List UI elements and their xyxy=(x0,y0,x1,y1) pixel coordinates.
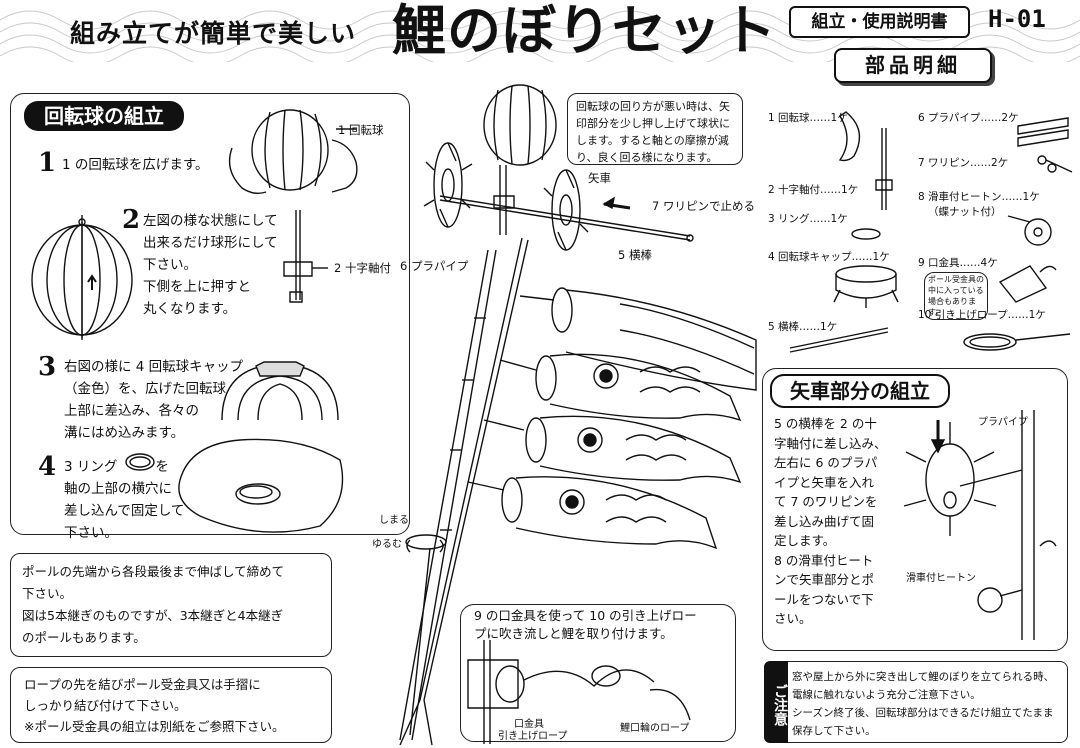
arrow-wheel-left xyxy=(423,142,473,228)
label-clasp: 口金具 xyxy=(514,719,544,730)
ball-assembly-title: 回転球の組立 xyxy=(24,101,184,131)
part-8-note: （蝶ナット付） xyxy=(928,206,1002,218)
wheel-assembly-panel xyxy=(762,368,1068,651)
caution-tab: ご注意 xyxy=(764,661,788,743)
part-5: 5 横棒……1ケ xyxy=(768,321,838,333)
carp-3-illustration xyxy=(467,476,718,550)
step2-cross-shaft-illustration xyxy=(283,210,328,303)
carp-1-illustration xyxy=(499,353,742,422)
step-2-text: 左図の様な状態にして 出来るだけ球形にして 下さい。 下側を上に押すと 丸くなり… xyxy=(143,213,278,317)
step-3-number: 3 xyxy=(38,352,57,382)
label-ball: 1 回転球 xyxy=(338,123,384,137)
label-arrow-wheel: 矢車 xyxy=(588,171,611,185)
parts-list-title: 部品明細 xyxy=(834,48,992,83)
step-4-number: 4 xyxy=(38,452,57,482)
part-1-icon xyxy=(838,111,861,162)
header-subtitle: 組み立てが簡単で美しい xyxy=(70,19,357,48)
part-4: 4 回転球キャップ……1ケ xyxy=(768,251,890,263)
part-6: 6 プラパイプ……2ケ xyxy=(918,112,1019,124)
part-3-icon xyxy=(851,228,881,240)
streamer-illustration xyxy=(519,287,757,391)
caution-box xyxy=(764,661,1068,743)
part-10: 10 引き上げロープ……1ケ xyxy=(918,309,1046,321)
part-1: 1 回転球……1ケ xyxy=(768,112,848,124)
part-9-icon xyxy=(998,265,1057,303)
label-loosen: ゆるむ xyxy=(372,539,402,550)
step-1-number: 1 xyxy=(38,148,57,178)
part-5-icon xyxy=(789,327,889,353)
step1-ball-illustration xyxy=(228,109,358,195)
part-9: 9 口金具……4ケ xyxy=(918,257,998,269)
part-7-icon xyxy=(1037,155,1073,173)
wheel-assembly-title: 矢車部分の組立 xyxy=(770,374,950,408)
step-3-text: 右図の様に 4 回転球キャップ （金色）を、広げた回転球 上部に差込み、各々の … xyxy=(64,359,244,441)
pole-note-text: ポールの先端から各段最後まで伸ばして締めて 下さい。 図は5本継ぎのものですが、… xyxy=(22,564,285,645)
manual-label-box: 組立・使用説明書 xyxy=(789,6,970,38)
ball-assembly-panel xyxy=(10,93,410,535)
pole-note-box xyxy=(10,553,332,657)
step2-ball-illustration xyxy=(31,215,133,340)
carp-2-illustration xyxy=(483,415,742,484)
clasp-note-text: 9 の口金具を使って 10 の引き上げロー プに吹き流しと鯉を取り付けます。 xyxy=(474,608,697,641)
label-propeller-pipe: 6 プラパイプ xyxy=(400,259,469,273)
caution-text: 窓や屋上から外に突き出して鯉のぼりを立てられる時、 電線に触れないよう充分ご注意… xyxy=(792,671,1055,737)
label-lift-rope: 引き上げロープ xyxy=(498,731,568,742)
rope-note-box xyxy=(10,667,332,743)
part-8-icon xyxy=(1007,215,1052,246)
label-wheel-pulley: 滑車付ヒートン xyxy=(906,573,976,584)
part-6-icon xyxy=(1017,117,1069,147)
part-4-icon xyxy=(833,265,899,308)
part-2-icon xyxy=(875,128,893,210)
part-3: 3 リング……1ケ xyxy=(768,213,848,225)
label-tighten: しまる xyxy=(379,515,409,526)
label-cross-shaft: 2 十字軸付 xyxy=(334,261,391,275)
rotation-tip-note: 回転球の回り方が悪い時は、矢印部分を少し押し上げて球状にします。すると軸との摩擦… xyxy=(567,93,743,165)
wheel-detail-illustration xyxy=(903,410,1057,640)
lift-rope xyxy=(399,237,529,746)
step-2-number: 2 xyxy=(122,205,141,235)
part-9-note: ポール受金具の中に入っている場合もあります。 xyxy=(924,272,988,320)
part-8: 8 滑車付ヒートン……1ケ xyxy=(918,191,1040,203)
part-2: 2 十字軸付……1ケ xyxy=(768,184,859,196)
main-pole xyxy=(399,249,497,741)
part-7: 7 ワリピン……2ケ xyxy=(918,157,1009,169)
step-1-text: 1 の回転球を広げます。 xyxy=(62,157,209,173)
part-10-icon xyxy=(963,333,1071,351)
cross-bar-illustration xyxy=(439,195,694,242)
rope-note-text: ロープの先を結びポール受金具又は手摺に しっかり結び付けて下さい。 ※ポール受金… xyxy=(24,677,285,734)
step-4-text: 3 リングを 軸の上部の横穴に 差し込んで固定して 下さい。 xyxy=(64,459,185,541)
arrow-wheel-right xyxy=(543,169,589,251)
label-cross-bar: 5 横棒 xyxy=(618,248,652,262)
label-wheel-pipe: プラパイプ xyxy=(978,417,1028,428)
label-carp-rope: 鯉口輪のロープ xyxy=(620,723,690,734)
product-code: H-01 xyxy=(988,5,1046,33)
step3-cap-illustration xyxy=(221,361,339,421)
wheel-assembly-text: 5 の横棒を 2 の十 字軸付に差し込み、 左右に 6 のプラパ イプと矢車を入… xyxy=(774,416,887,626)
step4-ring-illustration xyxy=(125,438,344,533)
header-title: 鯉のぼりセット xyxy=(392,0,777,62)
label-wire-pin: 7 ワリピンで止める xyxy=(652,199,755,213)
clasp-detail-illustration xyxy=(467,640,691,744)
